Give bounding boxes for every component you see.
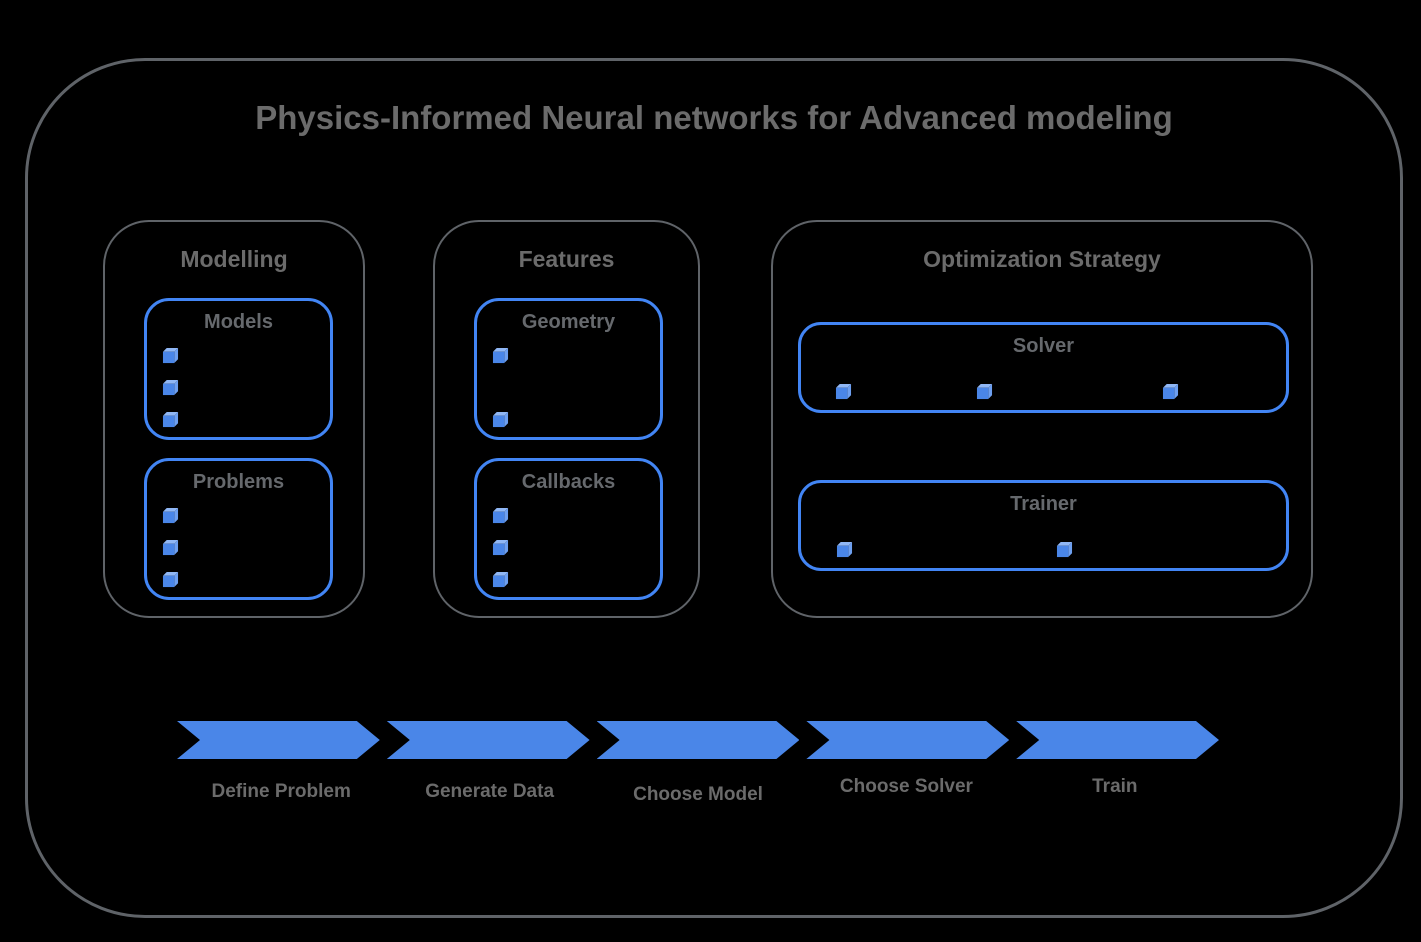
cube-icon [492, 540, 509, 556]
flow-arrow-segment [1016, 721, 1219, 759]
group-features-label: Features [518, 246, 615, 272]
cube-icon [492, 508, 509, 524]
flow-step-define-problem: Define Problem [211, 781, 351, 802]
flow-arrow-segment [387, 721, 590, 759]
cube-icon [162, 508, 179, 524]
cube-icon [976, 384, 993, 400]
box-trainer-bullets [801, 542, 1286, 559]
cube-icon [162, 380, 179, 396]
cube-icon [492, 412, 509, 428]
group-optimization-strategy-label: Optimization Strategy [923, 246, 1161, 272]
group-modelling: Modelling Models Problems [103, 220, 365, 618]
box-models: Models [144, 298, 333, 440]
box-geometry-label: Geometry [521, 311, 616, 333]
box-callbacks-label: Callbacks [521, 471, 616, 493]
box-solver-label: Solver [1012, 335, 1075, 357]
box-solver-bullets [801, 384, 1286, 401]
box-trainer-label: Trainer [1010, 493, 1077, 515]
flow-arrow-segment [806, 721, 1009, 759]
flow-step-labels: Define Problem Generate Data Choose Mode… [177, 776, 1219, 805]
box-trainer: Trainer [798, 480, 1289, 571]
flow-arrow-segment [597, 721, 800, 759]
box-solver: Solver [798, 322, 1289, 413]
flow-arrow-band [177, 721, 1219, 759]
group-optimization-strategy: Optimization Strategy Solver Trainer [771, 220, 1313, 618]
cube-icon [162, 348, 179, 364]
cube-icon [162, 412, 179, 428]
group-features: Features Geometry Callbacks [433, 220, 700, 618]
box-models-bullets [162, 348, 179, 428]
box-models-label: Models [204, 311, 273, 333]
flow-step-train: Train [1092, 776, 1138, 797]
cube-icon [1056, 542, 1073, 558]
box-geometry-bullets [492, 348, 509, 428]
cube-icon [162, 572, 179, 588]
box-callbacks-bullets [492, 508, 509, 588]
cube-icon [836, 542, 853, 558]
box-problems-bullets [162, 508, 179, 588]
box-problems: Problems [144, 458, 333, 600]
group-modelling-label: Modelling [180, 246, 288, 272]
box-geometry: Geometry [474, 298, 663, 440]
box-problems-label: Problems [192, 471, 285, 493]
flow-step-generate-data: Generate Data [425, 781, 555, 802]
flow-step-choose-solver: Choose Solver [839, 776, 973, 797]
diagram-title: Physics-Informed Neural networks for Adv… [255, 99, 1173, 136]
cube-icon [162, 540, 179, 556]
flow-step-choose-model: Choose Model [633, 784, 763, 805]
cube-icon [492, 348, 509, 364]
cube-icon [1162, 384, 1179, 400]
cube-icon [492, 572, 509, 588]
cube-icon [835, 384, 852, 400]
outer-frame [25, 58, 1403, 918]
flow-arrow-segment [177, 721, 380, 759]
box-callbacks: Callbacks [474, 458, 663, 600]
